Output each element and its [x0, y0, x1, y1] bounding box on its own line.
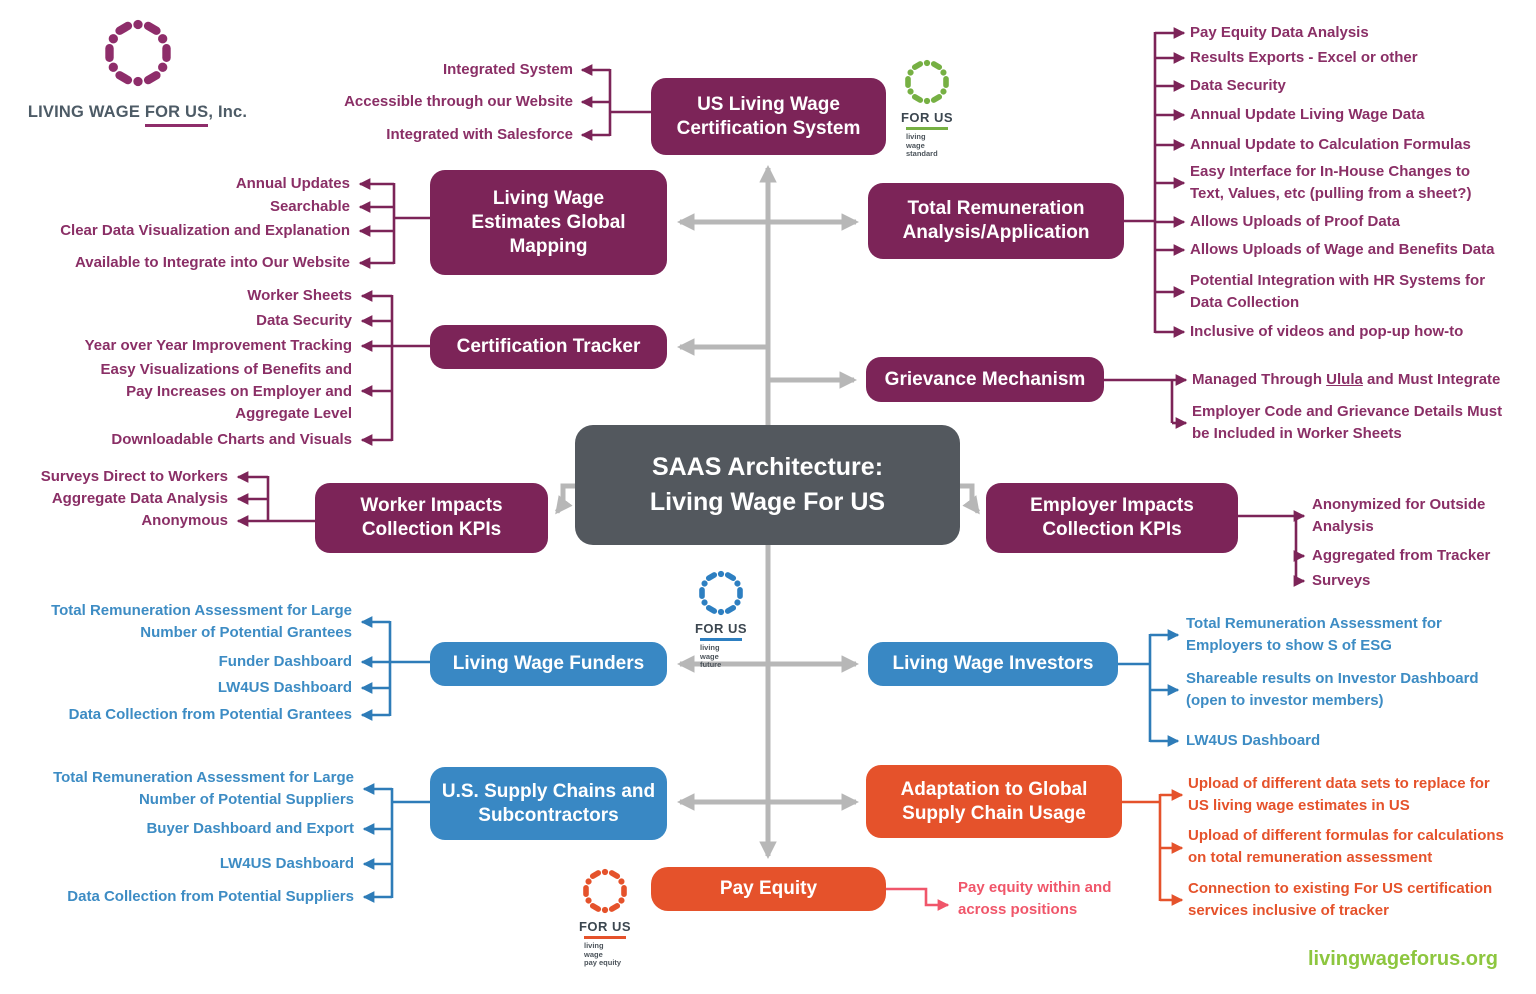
list-item: Searchable: [269, 198, 350, 215]
list-item: Potential Integration with HR Systems fo…: [1190, 272, 1486, 311]
node-employer-impacts-kpis: Employer Impacts Collection KPIs: [986, 483, 1238, 553]
list-item: Data Collection from Potential Suppliers: [67, 888, 354, 905]
list-item: Year over Year Improvement Tracking: [84, 337, 352, 354]
list-item: Available to Integrate into Our Website: [74, 254, 350, 271]
list-item: Downloadable Charts and Visuals: [111, 431, 352, 448]
forus-ring-icon: [583, 868, 627, 914]
list-item: Integrated System: [442, 61, 573, 78]
list-item: Funder Dashboard: [218, 653, 352, 670]
forus-bar: [906, 127, 948, 130]
center-title-line1: SAAS Architecture:: [651, 453, 884, 481]
list-item: Anonymous: [141, 512, 228, 529]
forus-brand-label: FOR US: [900, 110, 954, 125]
list-item: Allows Uploads of Wage and Benefits Data: [1190, 241, 1495, 258]
list-item: Managed Through Ulula and Must Integrate: [1192, 371, 1501, 388]
list-item: Accessible through our Website: [344, 93, 573, 110]
list-item: Easy Visualizations of Benefits and Pay …: [100, 361, 352, 422]
list-item: Total Remuneration Assessment for Large …: [53, 769, 354, 808]
forus-tagline: living wage future: [700, 643, 722, 669]
list-item: Annual Update to Calculation Formulas: [1190, 136, 1471, 153]
node-pay-equity: Pay Equity: [651, 867, 886, 911]
node-mapping: Living Wage Estimates Global Mapping: [430, 170, 667, 275]
site-url[interactable]: livingwageforus.org: [1307, 948, 1498, 970]
list-item: Connection to existing For US certificat…: [1188, 880, 1493, 919]
list-item: Employer Code and Grievance Details Must…: [1192, 403, 1503, 442]
list-item: Buyer Dashboard and Export: [146, 820, 354, 837]
list-item: LW4US Dashboard: [219, 855, 354, 872]
forus-tagline: living wage standard: [906, 132, 938, 158]
company-name-suffix: , Inc.: [208, 103, 248, 121]
ulula-link[interactable]: Ulula: [1326, 371, 1363, 388]
node-total-remuneration: Total Remuneration Analysis/Application: [868, 183, 1124, 259]
forus-tagline: living wage pay equity: [584, 941, 622, 967]
company-name: LIVING WAGE FOR US, Inc.: [25, 103, 250, 127]
company-logo: LIVING WAGE FOR US, Inc.: [25, 14, 250, 127]
list-item: Easy Interface for In-House Changes to T…: [1190, 163, 1472, 202]
list-item: LW4US Dashboard: [217, 679, 352, 696]
list-item: Upload of different data sets to replace…: [1188, 775, 1490, 814]
list-item: Pay Equity Data Analysis: [1190, 24, 1369, 41]
company-name-pre: LIVING WAGE: [27, 103, 145, 121]
list-item: Clear Data Visualization and Explanation: [60, 222, 350, 239]
node-saas-architecture: SAAS Architecture: Living Wage For US: [575, 425, 960, 545]
node-living-wage-funders: Living Wage Funders: [430, 642, 667, 686]
forus-brand-label: FOR US: [694, 621, 748, 636]
list-item: Total Remuneration Assessment for Employ…: [1186, 615, 1442, 654]
list-item: Pay equity within and across positions: [958, 879, 1112, 918]
node-certification-tracker: Certification Tracker: [430, 325, 667, 369]
list-item: Surveys Direct to Workers: [40, 468, 228, 485]
forus-logo-standard: FOR US living wage standard: [896, 56, 958, 159]
list-item: Worker Sheets: [247, 287, 352, 304]
list-item: Shareable results on Investor Dashboard …: [1186, 670, 1479, 709]
forus-bar: [584, 936, 626, 939]
list-item: Upload of different formulas for calcula…: [1188, 827, 1504, 866]
forus-logo-pay-equity: FOR US living wage pay equity: [574, 865, 636, 968]
node-us-supply-chains: U.S. Supply Chains and Subcontractors: [430, 767, 667, 840]
node-adaptation-global-supply: Adaptation to Global Supply Chain Usage: [866, 765, 1122, 838]
list-item: LW4US Dashboard: [1186, 732, 1321, 749]
list-item: Data Security: [256, 312, 352, 329]
forus-bar: [700, 638, 742, 641]
list-item: Integrated with Salesforce: [386, 126, 573, 143]
company-ring-icon: [25, 14, 250, 97]
forus-ring-icon: [905, 59, 949, 105]
forus-ring-icon: [699, 570, 743, 616]
node-cert-system: US Living Wage Certification System: [651, 78, 886, 155]
forus-logo-future: FOR US living wage future: [690, 567, 752, 670]
list-item: Allows Uploads of Proof Data: [1190, 213, 1401, 230]
company-name-forus: FOR US: [144, 103, 209, 127]
list-item: Surveys: [1312, 572, 1371, 589]
list-item: Total Remuneration Assessment for Large …: [51, 602, 352, 641]
list-item: Inclusive of videos and pop-up how-to: [1190, 323, 1464, 340]
list-item: Annual Updates: [235, 175, 350, 192]
node-grievance-mechanism: Grievance Mechanism: [866, 357, 1104, 402]
forus-brand-label: FOR US: [578, 919, 632, 934]
center-title-line2: Living Wage For US: [649, 488, 886, 516]
list-item: Annual Update Living Wage Data: [1190, 106, 1425, 123]
list-item: Results Exports - Excel or other: [1190, 49, 1418, 66]
node-worker-impacts-kpis: Worker Impacts Collection KPIs: [315, 483, 548, 553]
list-item: Anonymized for Outside Analysis: [1312, 496, 1486, 535]
list-item: Data Collection from Potential Grantees: [68, 706, 352, 723]
node-living-wage-investors: Living Wage Investors: [868, 642, 1118, 686]
list-item: Aggregated from Tracker: [1312, 547, 1491, 564]
list-item: Aggregate Data Analysis: [51, 490, 228, 507]
list-item: Data Security: [1190, 77, 1286, 94]
